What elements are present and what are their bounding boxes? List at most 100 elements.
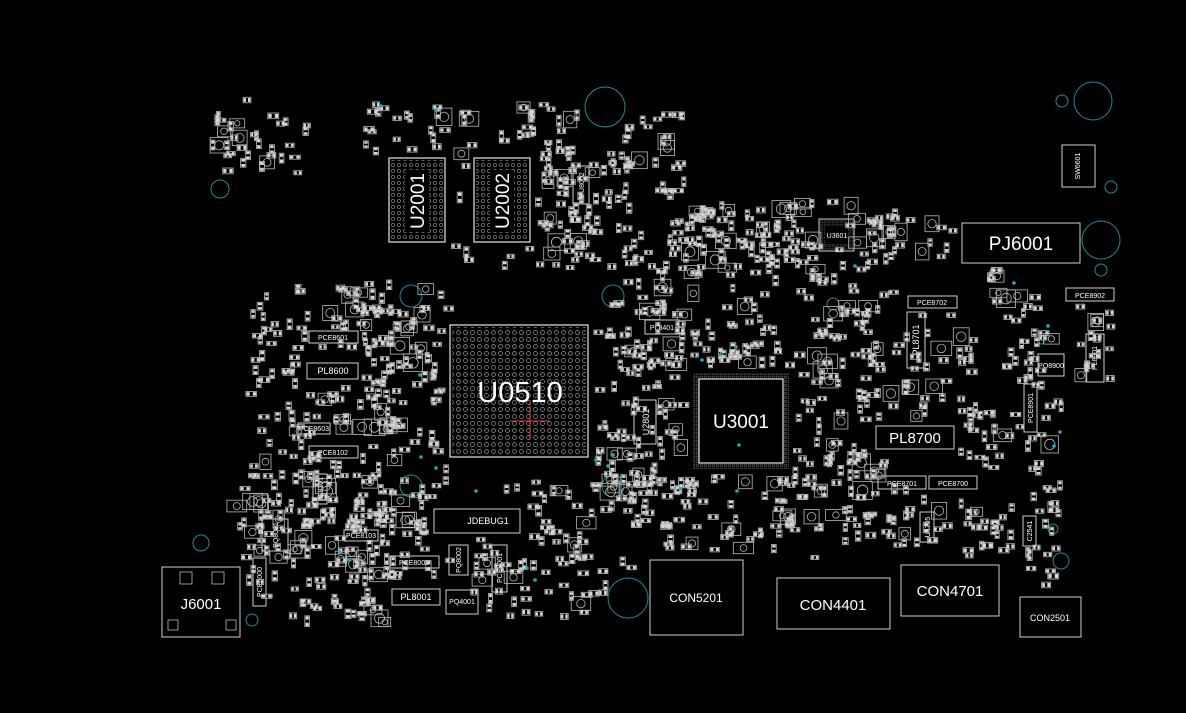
smd-component	[798, 259, 809, 265]
smd-pad	[360, 500, 364, 504]
smd-pad	[250, 464, 253, 468]
smd-pad	[542, 499, 546, 503]
smd-pad	[634, 255, 638, 259]
smd-outline	[617, 359, 623, 370]
smd-pad	[791, 239, 795, 244]
smd-outline	[1055, 509, 1062, 518]
smd-pad	[596, 462, 601, 465]
smd-pad	[810, 462, 813, 466]
smd-component	[920, 395, 930, 402]
smd-pad	[617, 229, 621, 233]
smd-outline	[368, 444, 379, 450]
smd-outline	[774, 219, 782, 230]
smd-pad	[269, 328, 272, 331]
smd-pad	[266, 377, 270, 382]
smd-pad	[276, 544, 280, 547]
smd-component	[1083, 363, 1090, 373]
smd-outline	[520, 596, 532, 602]
smd-component	[588, 161, 599, 168]
smd-pad	[531, 561, 536, 565]
smd-pad	[746, 230, 749, 235]
smd-outline	[925, 328, 931, 338]
smd-pad	[778, 349, 782, 353]
smd-pad	[429, 126, 433, 130]
smd-pad	[297, 326, 301, 330]
smd-pad	[1034, 461, 1038, 466]
smd-outline	[995, 452, 1004, 460]
smd-pad	[390, 369, 394, 373]
smd-pad	[433, 369, 437, 373]
smd-pad	[1017, 318, 1021, 323]
smd-outline	[322, 305, 339, 321]
smd-pad	[803, 478, 808, 482]
smd-component	[657, 478, 663, 487]
smd-outline	[400, 320, 418, 333]
smd-outline	[363, 140, 369, 149]
smd-pad	[422, 518, 426, 521]
smd-pad	[363, 568, 366, 572]
smd-component	[292, 378, 298, 389]
smd-pad	[726, 272, 730, 277]
smd-outline	[649, 357, 661, 364]
smd-pad	[786, 215, 789, 220]
smd-component	[659, 448, 665, 460]
smd-component	[981, 430, 988, 443]
smd-outline	[626, 452, 634, 462]
smd-outline	[543, 211, 557, 225]
smd-outline	[822, 359, 832, 366]
smd-component	[322, 305, 339, 321]
smd-pad	[1039, 331, 1043, 335]
smd-outline	[260, 593, 273, 599]
smd-outline	[237, 522, 243, 531]
smd-pad	[387, 280, 391, 284]
smd-pad	[645, 452, 648, 456]
smd-pad	[419, 530, 423, 534]
smd-pad	[398, 116, 401, 120]
smd-component	[687, 284, 700, 303]
smd-component	[697, 498, 709, 505]
smd-outline	[629, 469, 640, 476]
smd-pad	[655, 310, 659, 315]
smd-pad	[630, 471, 634, 475]
smd-component	[638, 230, 645, 241]
smd-pad	[853, 284, 857, 288]
smd-component	[1009, 411, 1022, 417]
smd-component	[652, 116, 663, 122]
smd-pad	[558, 530, 562, 534]
smd-pad	[787, 237, 790, 241]
smd-pad	[529, 109, 534, 113]
smd-pad	[249, 474, 252, 478]
smd-pad	[667, 361, 671, 366]
smd-pad	[851, 223, 855, 228]
smd-pad	[214, 140, 225, 151]
smd-pad	[1025, 340, 1029, 343]
smd-pad	[299, 446, 303, 450]
smd-pad	[862, 396, 866, 400]
smd-pad	[557, 122, 561, 126]
smd-component	[306, 391, 316, 399]
smd-pad	[618, 365, 622, 369]
smd-pad	[571, 180, 575, 184]
smd-component	[795, 413, 802, 422]
smd-pad	[740, 245, 745, 249]
smd-outline	[518, 104, 529, 111]
smd-outline	[270, 479, 278, 491]
smd-pad	[507, 613, 510, 618]
smd-pad	[376, 379, 380, 383]
smd-pad	[528, 125, 533, 129]
smd-outline	[443, 305, 455, 312]
smd-component	[346, 343, 358, 351]
smd-pad	[565, 230, 570, 233]
smd-pad	[317, 584, 320, 589]
smd-outline	[745, 229, 754, 236]
smd-outline	[291, 558, 296, 569]
smd-pad	[868, 354, 872, 359]
smd-component	[860, 416, 872, 423]
smd-pad	[277, 493, 281, 497]
smd-pad	[737, 238, 741, 242]
smd-outline	[407, 113, 413, 123]
smd-pad	[279, 450, 282, 454]
smd-outline	[827, 198, 839, 206]
smd-pad	[398, 575, 401, 579]
smd-pad	[242, 518, 246, 522]
